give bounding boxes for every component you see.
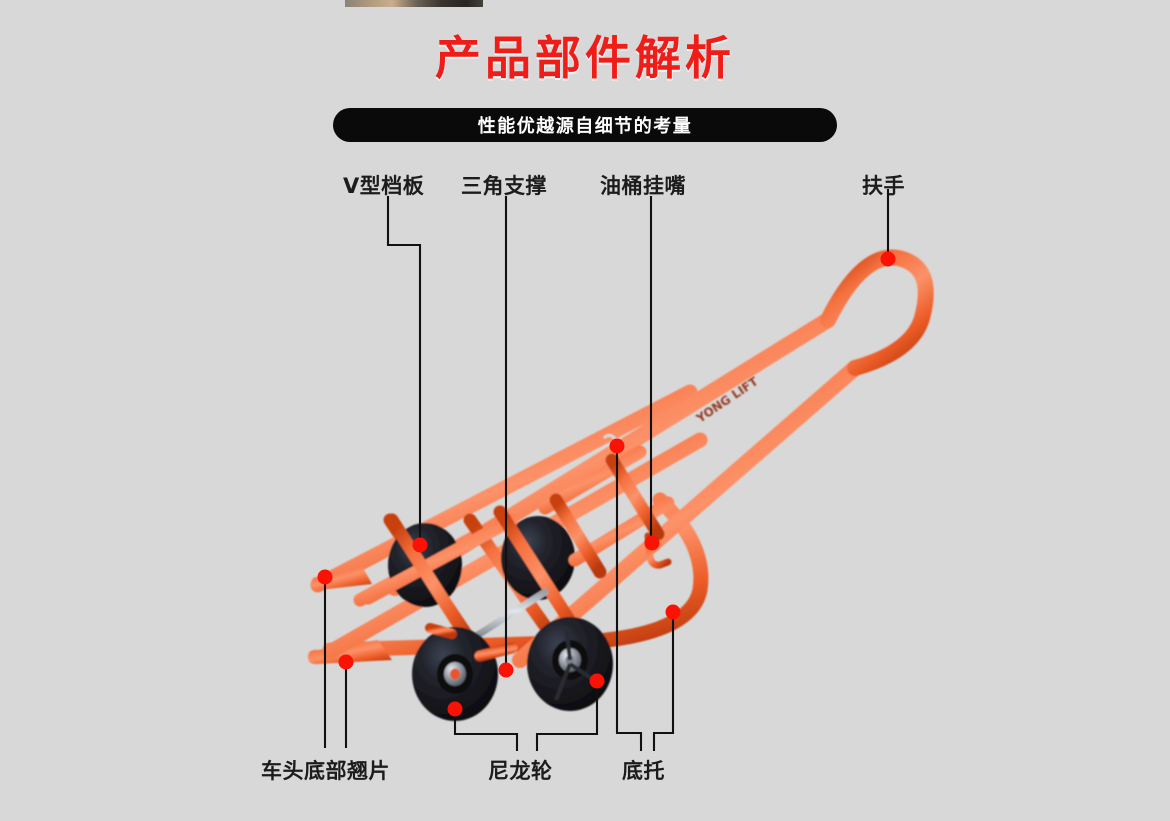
subtitle-pill: 性能优越源自细节的考量 xyxy=(333,108,837,142)
callout-label-bottom-support: 底托 xyxy=(622,759,665,783)
page-title: 产品部件解析 xyxy=(435,31,735,85)
callout-label-triangle-brace: 三角支撑 xyxy=(461,174,547,198)
subtitle-text: 性能优越源自细节的考量 xyxy=(477,116,693,137)
callout-label-handle: 扶手 xyxy=(862,174,905,198)
nylon-wheel-right xyxy=(527,617,613,711)
callout-label-v-plate: V型档板 xyxy=(343,174,425,198)
callout-label-nylon-wheels: 尼龙轮 xyxy=(488,759,553,783)
callout-label-drum-hook: 油桶挂嘴 xyxy=(600,174,686,198)
previous-image-sliver xyxy=(345,0,483,7)
nylon-wheel-left xyxy=(412,627,498,721)
callout-label-nose-plate-tabs: 车头底部翘片 xyxy=(261,759,390,783)
